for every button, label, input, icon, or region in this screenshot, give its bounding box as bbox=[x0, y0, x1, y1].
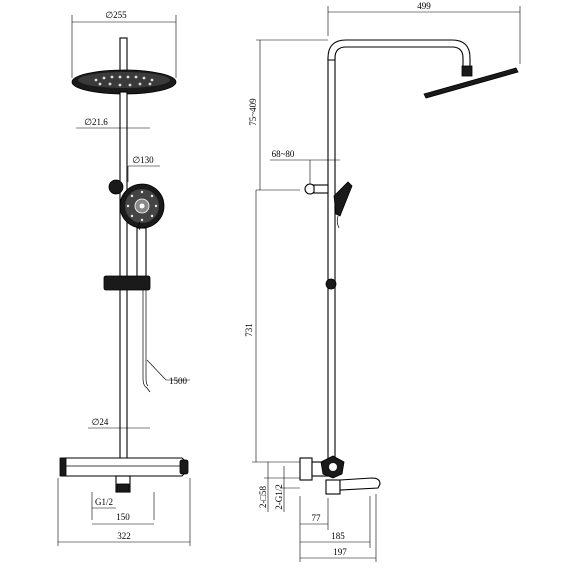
dim-58-label: 2-□58 bbox=[258, 486, 268, 508]
pipe-diameter-label: ∅24 bbox=[92, 417, 109, 427]
side-view: 499 75~409 68~80 731 2-□58 2-G1/2 bbox=[244, 1, 521, 562]
dim-58: 2-□58 bbox=[258, 462, 300, 512]
head-diameter-label: ∅255 bbox=[105, 10, 127, 20]
overall-width-label: 322 bbox=[117, 531, 131, 541]
dim-g12-label: 2-G1/2 bbox=[274, 484, 284, 510]
dim-height-range: 75~409 bbox=[248, 39, 328, 191]
height-range-label: 75~409 bbox=[248, 98, 258, 126]
hose-length-label: 1500 bbox=[169, 376, 188, 386]
hand-shower bbox=[108, 179, 165, 281]
dim-overall-width: 322 bbox=[57, 478, 191, 546]
spout-depth-185-label: 185 bbox=[331, 531, 345, 541]
side-overhead-head bbox=[423, 65, 519, 99]
side-arm bbox=[327, 39, 471, 69]
side-riser-pipe bbox=[327, 57, 336, 461]
dim-thread: G1/2 bbox=[92, 497, 116, 509]
thermostat-bar bbox=[59, 457, 189, 493]
dim-pipe-diameter: ∅24 bbox=[88, 417, 150, 429]
dim-head-diameter: ∅255 bbox=[71, 10, 177, 78]
side-hand-shower bbox=[304, 181, 353, 290]
front-view: ∅255 ∅21.6 ∅130 1500 ∅24 G1/2 150 bbox=[57, 10, 191, 546]
dim-hand-shower-diameter: ∅130 bbox=[127, 155, 160, 182]
arm-diameter-label: ∅21.6 bbox=[84, 117, 108, 127]
hose bbox=[142, 290, 151, 393]
arm-reach-label: 499 bbox=[417, 1, 431, 11]
inlet-spacing-label: 150 bbox=[116, 512, 130, 522]
overhead-shower-head bbox=[71, 37, 177, 95]
offset-range-label: 68~80 bbox=[272, 149, 295, 159]
dim-offset-range: 68~80 bbox=[270, 149, 340, 184]
dim-hose-length: 1500 bbox=[146, 359, 190, 386]
dim-g12: 2-G1/2 bbox=[274, 466, 300, 512]
dim-arm-diameter: ∅21.6 bbox=[76, 117, 150, 129]
thread-label: G1/2 bbox=[95, 497, 113, 507]
slider-bracket bbox=[103, 275, 151, 291]
hand-shower-diameter-label: ∅130 bbox=[132, 155, 154, 165]
dim-spout-depth: 77 185 197 bbox=[299, 494, 377, 562]
spout-depth-77-label: 77 bbox=[312, 513, 322, 523]
side-mixer bbox=[299, 455, 381, 495]
dim-riser-height: 731 bbox=[244, 190, 300, 463]
dim-inlet-spacing: 150 bbox=[91, 492, 155, 525]
riser-height-label: 731 bbox=[244, 323, 254, 337]
spout-depth-197-label: 197 bbox=[333, 547, 347, 557]
dim-arm-reach: 499 bbox=[327, 1, 521, 64]
